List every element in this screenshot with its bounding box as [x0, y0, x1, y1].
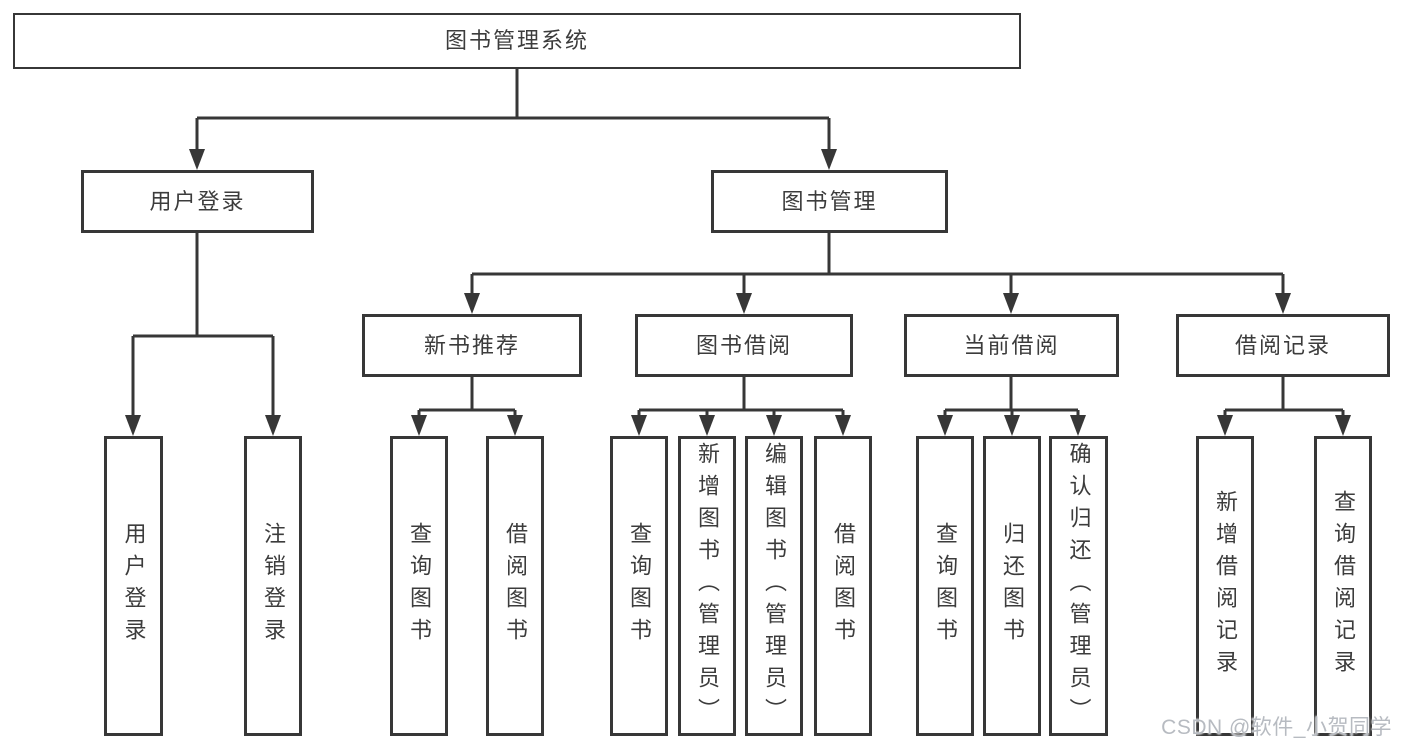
node-label: 借阅图书 — [831, 522, 856, 650]
node-book-management: 图书管理 — [711, 170, 948, 233]
node-current-borrowing: 当前借阅 — [904, 314, 1119, 377]
node-label: 当前借阅 — [963, 332, 1060, 358]
leaf-logout: 注销登录 — [244, 436, 302, 736]
leaf-user-login: 用户登录 — [104, 436, 163, 736]
node-label: 借阅图书 — [503, 522, 528, 650]
node-book-borrowing: 图书借阅 — [635, 314, 853, 377]
node-label: 确认归还（管理员） — [1066, 442, 1092, 730]
node-label: 查询借阅记录 — [1331, 490, 1356, 682]
leaf-borrowing-edit-books-admin: 编辑图书（管理员） — [745, 436, 803, 736]
node-label: 图书管理系统 — [444, 28, 589, 53]
node-label: 新书推荐 — [423, 332, 520, 358]
node-label: 归还图书 — [1000, 522, 1025, 650]
node-label: 查询图书 — [627, 522, 652, 650]
node-label: 用户登录 — [121, 522, 147, 650]
node-label: 图书管理 — [781, 188, 878, 214]
leaf-borrowing-query-books: 查询图书 — [610, 436, 668, 736]
node-label: 新增图书（管理员） — [695, 442, 720, 730]
node-label: 查询图书 — [933, 522, 958, 650]
node-new-book-recommend: 新书推荐 — [362, 314, 582, 377]
csdn-watermark: CSDN @软件_小贺同学 — [1161, 716, 1392, 739]
leaf-records-query-record: 查询借阅记录 — [1314, 436, 1372, 736]
node-label: 图书借阅 — [695, 332, 792, 358]
leaf-recommend-query-books: 查询图书 — [390, 436, 448, 736]
node-label: 用户登录 — [149, 188, 246, 214]
leaf-current-return-books: 归还图书 — [983, 436, 1041, 736]
leaf-borrowing-add-books-admin: 新增图书（管理员） — [678, 436, 736, 736]
leaf-current-confirm-return-admin: 确认归还（管理员） — [1049, 436, 1108, 736]
node-label: 新增借阅记录 — [1213, 490, 1238, 682]
node-label: 注销登录 — [261, 522, 286, 650]
leaf-current-query-books: 查询图书 — [916, 436, 974, 736]
node-borrowing-records: 借阅记录 — [1176, 314, 1390, 377]
node-user-login: 用户登录 — [81, 170, 314, 233]
node-label: 借阅记录 — [1234, 332, 1331, 358]
leaf-borrowing-borrow-books: 借阅图书 — [814, 436, 872, 736]
leaf-recommend-borrow-books: 借阅图书 — [486, 436, 544, 736]
node-label: 查询图书 — [407, 522, 432, 650]
leaf-records-add-record: 新增借阅记录 — [1196, 436, 1254, 736]
node-label: 编辑图书（管理员） — [762, 442, 787, 730]
node-library-management-system: 图书管理系统 — [13, 13, 1021, 69]
